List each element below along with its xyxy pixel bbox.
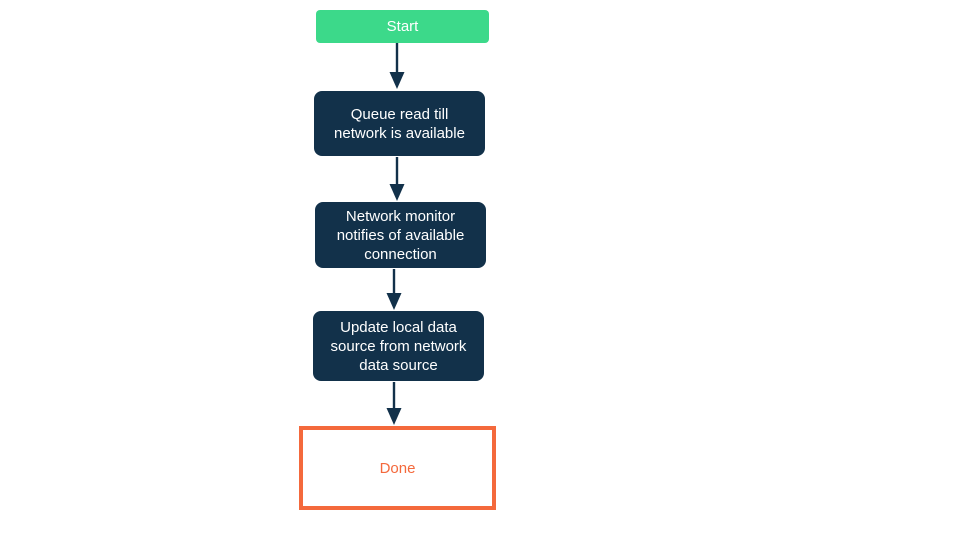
flow-arrow-3 <box>382 269 406 310</box>
flow-node-label: Start <box>386 18 419 35</box>
flow-node-label: Update local data source from network da… <box>330 318 467 374</box>
flow-arrow-4 <box>382 382 406 425</box>
flow-node-start: Start <box>316 10 489 43</box>
flow-node-label: Queue read till network is available <box>334 105 465 142</box>
flow-node-network-monitor: Network monitor notifies of available co… <box>315 202 486 268</box>
flow-node-label: Done <box>379 459 416 477</box>
flow-node-queue-read: Queue read till network is available <box>314 91 485 156</box>
flow-arrow-2 <box>385 157 409 201</box>
flow-node-label: Network monitor notifies of available co… <box>336 207 465 263</box>
flow-arrow-1 <box>385 43 409 89</box>
flow-node-done: Done <box>299 426 496 510</box>
flow-node-update-local: Update local data source from network da… <box>313 311 484 381</box>
